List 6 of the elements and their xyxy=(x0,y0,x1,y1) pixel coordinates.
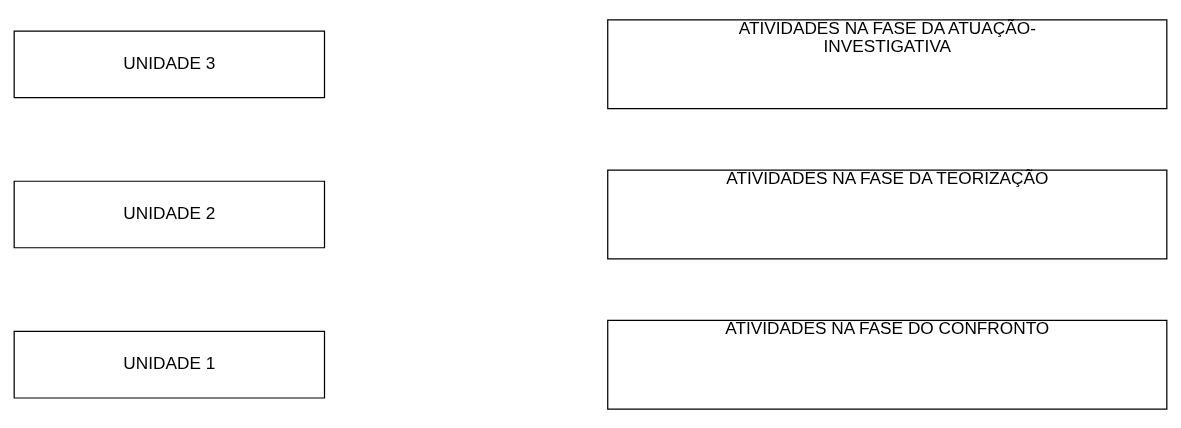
node-box: UNIDADE 3 xyxy=(13,29,326,98)
node-box: UNIDADE 2 xyxy=(13,180,326,248)
node-box: ATIVIDADES NA FASE DA ATUAÇÃO- INVESTIGATIVA xyxy=(607,18,1168,109)
node-box: ATIVIDADES NA FASE DO CONFRONTO xyxy=(607,319,1168,410)
node-box: UNIDADE 1 xyxy=(13,330,326,399)
node-box: ATIVIDADES NA FASE DA TEORIZAÇÃO xyxy=(607,169,1168,259)
